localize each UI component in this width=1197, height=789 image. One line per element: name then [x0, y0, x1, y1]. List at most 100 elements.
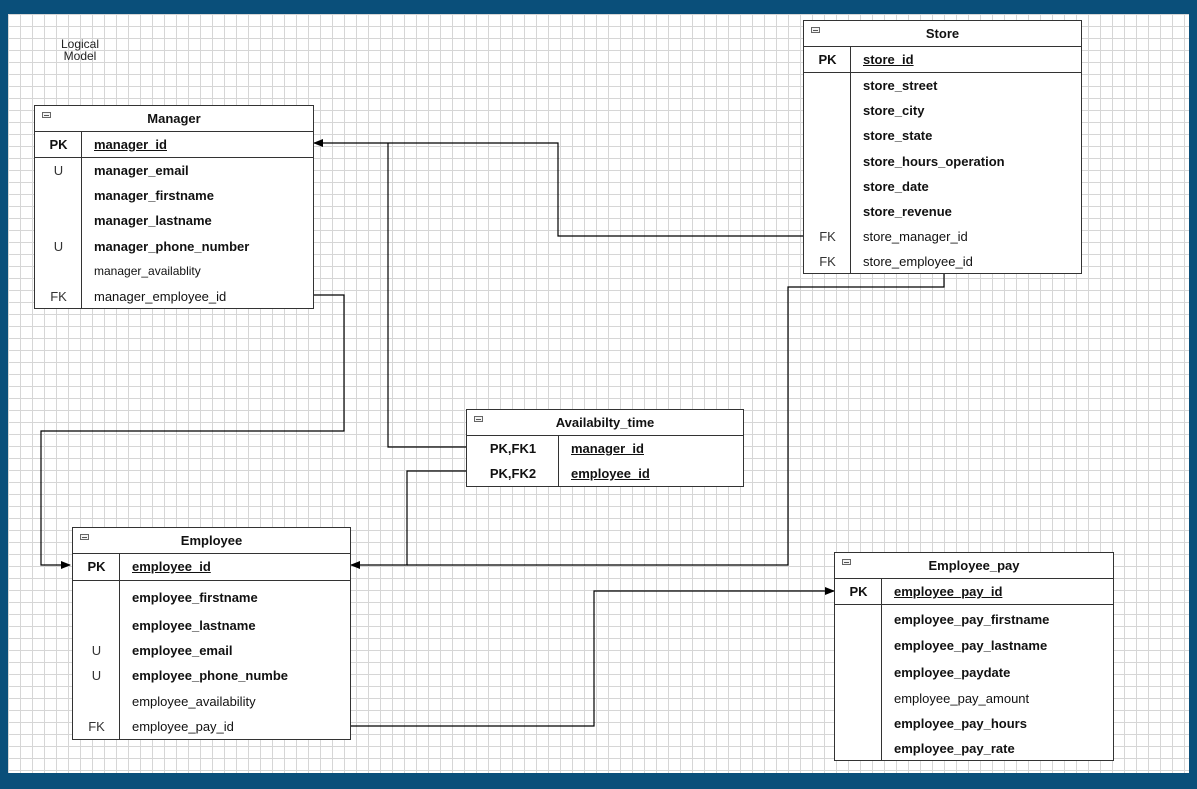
store-table-header: Store [804, 21, 1081, 47]
logical-model-note: Logical Model [46, 38, 114, 62]
line-availability-to-manager [387, 143, 466, 448]
field-name: employee_pay_rate [894, 741, 1015, 756]
field-name: manager_availablity [94, 264, 201, 278]
field-name: store_date [863, 179, 929, 194]
store-pk-row[interactable]: PK store_id [804, 47, 1081, 73]
diagram-canvas: Logical Model Manager PK manager_id [8, 14, 1189, 773]
employee-table-title: Employee [180, 533, 243, 548]
manager-table[interactable]: Manager PK manager_id U manager_email ma… [34, 105, 314, 309]
line-employee-to-pay [349, 587, 835, 727]
collapse-icon[interactable] [474, 416, 483, 422]
availability-table[interactable]: Availabilty_time PK,FK1 manager_id PK,FK… [466, 409, 744, 487]
key-label: FK [819, 229, 836, 244]
employee-pay-pk-row[interactable]: PK employee_pay_id [835, 579, 1113, 605]
pk-field-name: store_id [863, 52, 914, 67]
employee-pk-row[interactable]: PK employee_id [73, 554, 350, 581]
field-name: employee_pay_firstname [894, 612, 1050, 627]
field-name: employee_pay_amount [894, 691, 1030, 706]
key-label: FK [819, 254, 836, 269]
field-name: store_hours_operation [863, 154, 1005, 169]
field-row[interactable]: employee_pay_lastname [835, 633, 1113, 658]
field-row[interactable]: store_revenue [804, 199, 1081, 224]
collapse-icon[interactable] [811, 27, 820, 33]
line-manager-to-employee [40, 294, 345, 569]
field-row[interactable]: store_date [804, 174, 1081, 199]
pk-field-name: employee_id [132, 559, 211, 574]
field-name: employee_paydate [894, 665, 1011, 680]
field-name: store_employee_id [863, 254, 973, 269]
employee-pay-table-title: Employee_pay [928, 558, 1020, 573]
key-column [35, 132, 82, 157]
key-label: PK,FK2 [489, 466, 537, 481]
field-name: employee_firstname [132, 590, 258, 605]
field-name: employee_pay_hours [894, 716, 1027, 731]
field-row[interactable]: employee_firstname [73, 585, 350, 610]
field-row[interactable]: U manager_email [35, 158, 313, 183]
key-label: PK [49, 137, 68, 152]
field-row[interactable]: PK,FK2 employee_id [467, 461, 743, 486]
field-name: employee_pay_lastname [894, 638, 1048, 653]
field-row[interactable]: PK,FK1 manager_id [467, 436, 743, 461]
field-name: manager_firstname [94, 188, 214, 203]
field-name: store_manager_id [863, 229, 968, 244]
key-label: U [53, 163, 64, 178]
key-label: PK [87, 559, 106, 574]
field-name: store_revenue [863, 204, 952, 219]
note-line-1: Logical [60, 37, 100, 51]
field-row[interactable]: employee_pay_rate [835, 736, 1113, 760]
collapse-icon[interactable] [842, 559, 851, 565]
field-row[interactable]: manager_lastname [35, 208, 313, 233]
key-label: PK,FK1 [489, 441, 537, 456]
key-label: U [91, 668, 102, 683]
line-store-to-employee [407, 274, 945, 566]
line-store-to-manager [313, 139, 803, 237]
field-name: manager_id [571, 441, 644, 456]
key-column [835, 579, 882, 604]
key-label: PK [849, 584, 868, 599]
employee-pay-table[interactable]: Employee_pay PK employee_pay_id employee… [834, 552, 1114, 761]
field-name: employee_phone_numbe [132, 668, 289, 683]
field-row[interactable]: FK store_manager_id [804, 224, 1081, 249]
field-row[interactable]: U employee_email [73, 638, 350, 663]
field-name: manager_employee_id [94, 289, 227, 304]
field-name: employee_lastname [132, 618, 256, 633]
field-row[interactable]: employee_pay_firstname [835, 607, 1113, 632]
field-row[interactable]: employee_availability [73, 689, 350, 714]
field-name: employee_id [571, 466, 650, 481]
field-row[interactable]: U manager_phone_number [35, 234, 313, 259]
field-row[interactable]: manager_availablity [35, 259, 313, 284]
field-row[interactable]: employee_paydate [835, 660, 1113, 685]
field-name: employee_pay_id [132, 719, 234, 734]
field-row[interactable]: FK employee_pay_id [73, 714, 350, 739]
line-availability-to-employee [350, 470, 466, 569]
field-name: store_state [863, 128, 933, 143]
key-column [35, 158, 82, 308]
field-name: employee_availability [132, 694, 256, 709]
field-row[interactable]: employee_pay_amount [835, 686, 1113, 711]
field-row[interactable]: FK store_employee_id [804, 249, 1081, 273]
availability-table-title: Availabilty_time [555, 415, 655, 430]
key-column [73, 581, 120, 739]
field-row[interactable]: employee_pay_hours [835, 711, 1113, 736]
key-column [73, 554, 120, 580]
field-row[interactable]: U employee_phone_numbe [73, 663, 350, 688]
key-column [835, 605, 882, 760]
field-row[interactable]: store_hours_operation [804, 149, 1081, 174]
employee-pay-table-header: Employee_pay [835, 553, 1113, 579]
employee-table[interactable]: Employee PK employee_id employee_firstna… [72, 527, 351, 740]
field-row[interactable]: manager_firstname [35, 183, 313, 208]
collapse-icon[interactable] [80, 534, 89, 540]
collapse-icon[interactable] [42, 112, 51, 118]
manager-pk-row[interactable]: PK manager_id [35, 132, 313, 158]
key-label: FK [88, 719, 105, 734]
field-row[interactable]: store_city [804, 98, 1081, 123]
field-row[interactable]: FK manager_employee_id [35, 284, 313, 308]
field-name: store_city [863, 103, 925, 118]
field-name: manager_phone_number [94, 239, 250, 254]
field-row[interactable]: store_street [804, 73, 1081, 98]
store-table[interactable]: Store PK store_id store_street store_cit… [803, 20, 1082, 274]
store-table-title: Store [925, 26, 960, 41]
key-label: FK [50, 289, 67, 304]
field-row[interactable]: store_state [804, 123, 1081, 148]
field-row[interactable]: employee_lastname [73, 613, 350, 638]
